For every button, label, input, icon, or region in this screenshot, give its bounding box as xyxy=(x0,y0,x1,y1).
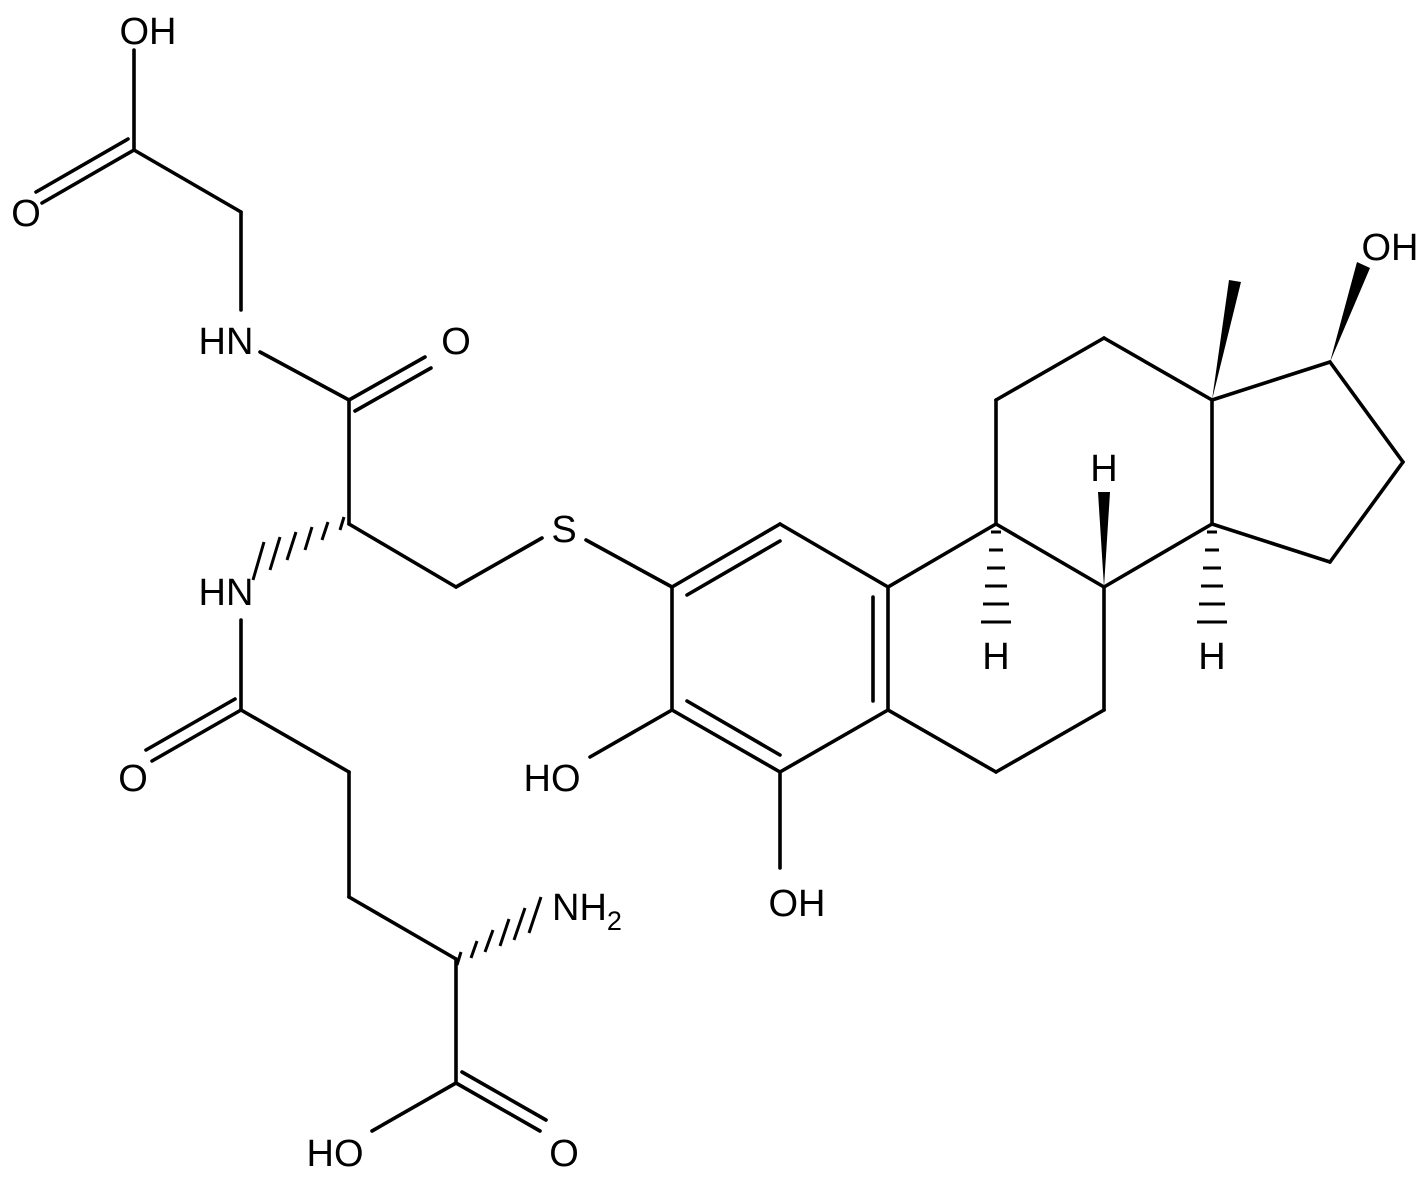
bond-c13-c17 xyxy=(1210,360,1332,402)
glutamyl-carbonyl-oxygen: O xyxy=(118,758,148,800)
wedge-c13-methyl xyxy=(1212,280,1241,400)
bond-cys-c-o-double-b xyxy=(353,366,433,413)
bond-ar-c4-c3-inner xyxy=(685,699,782,757)
bond-c3-oh xyxy=(588,708,674,759)
hash-c14-h xyxy=(1197,530,1227,624)
bond-c12-c13 xyxy=(1102,336,1214,402)
bond-glu-c-o-double-b xyxy=(460,1070,548,1122)
bond-ar-c2-c1-inner xyxy=(685,539,782,597)
hash-cys-calpha-nh xyxy=(251,516,346,581)
glycine-acid-hydroxyl: OH xyxy=(120,11,177,53)
bond-c11-c12 xyxy=(994,336,1106,402)
thioether-sulfur: S xyxy=(551,509,576,551)
glycine-amide-nitrogen: HN xyxy=(199,321,254,363)
ring-hydroxyl-c17: OH xyxy=(1362,227,1419,269)
glutamyl-acid-hydroxyl: HO xyxy=(307,1133,364,1175)
bond-c15-c14 xyxy=(1210,522,1332,564)
bond-c10-c9 xyxy=(886,522,998,589)
bond-glu-c-o-double-a xyxy=(150,708,243,763)
bond-c6-c7 xyxy=(994,708,1106,774)
bond-glu-c-oh xyxy=(370,1081,458,1133)
ring-hydroxyl-c3: HO xyxy=(524,758,581,800)
bond-c17-c16 xyxy=(1328,360,1405,464)
wedge-bonds xyxy=(1098,262,1370,587)
bond-c14-c8 xyxy=(1102,522,1214,589)
bond-glu-c-cb xyxy=(239,708,351,774)
hydrogen-c9: H xyxy=(982,636,1009,678)
cysteine-carbonyl-oxygen: O xyxy=(441,321,471,363)
bond-glu-cg-calpha xyxy=(347,895,458,961)
wedge-c17-oh xyxy=(1330,262,1370,362)
bond-ar-c2-c1 xyxy=(670,522,782,589)
hash-c9-h xyxy=(981,530,1011,624)
bond-cys-calpha-ch2 xyxy=(347,522,458,589)
hash-bonds xyxy=(251,516,1227,966)
ring-hydroxyl-c4: OH xyxy=(769,883,826,925)
glycine-acid-carbonyl-oxygen: O xyxy=(11,193,41,235)
bond-gly-c-o-double-a xyxy=(40,148,136,205)
glutamyl-acid-carbonyl-oxygen: O xyxy=(549,1133,579,1175)
bond-s-aromatic xyxy=(584,538,674,589)
bond-gly-c-ch2 xyxy=(132,148,243,214)
hydrogen-c8: H xyxy=(1090,448,1117,490)
bond-gly-n-co xyxy=(258,350,351,402)
bond-ar-c4-c3 xyxy=(670,708,782,774)
hydrogen-c14: H xyxy=(1198,636,1225,678)
bond-glu-c-o-double-b xyxy=(144,697,237,752)
bond-lines xyxy=(34,48,1405,1133)
bond-gly-c-o-double-b xyxy=(34,137,130,194)
bond-ar-c1-c10 xyxy=(778,522,890,589)
bond-ar-c5-c4 xyxy=(778,708,890,774)
bond-c8-c9 xyxy=(994,522,1106,589)
bond-c16-c15 xyxy=(1328,460,1405,564)
hash-glu-calpha-nh2 xyxy=(455,896,543,966)
wedge-c8-h xyxy=(1098,492,1110,587)
atom-labels: OH O HN O HN S O NH2 HO O HO OH OH H H H xyxy=(11,11,1418,1175)
bond-c5-c6 xyxy=(886,708,998,774)
bond-cys-c-o-double-a xyxy=(347,355,427,402)
bond-glu-c-o-double-a xyxy=(454,1081,542,1133)
cysteine-amide-nitrogen: HN xyxy=(199,572,254,614)
amino-group: NH2 xyxy=(552,887,622,936)
bond-cys-ch2-s xyxy=(454,536,544,589)
